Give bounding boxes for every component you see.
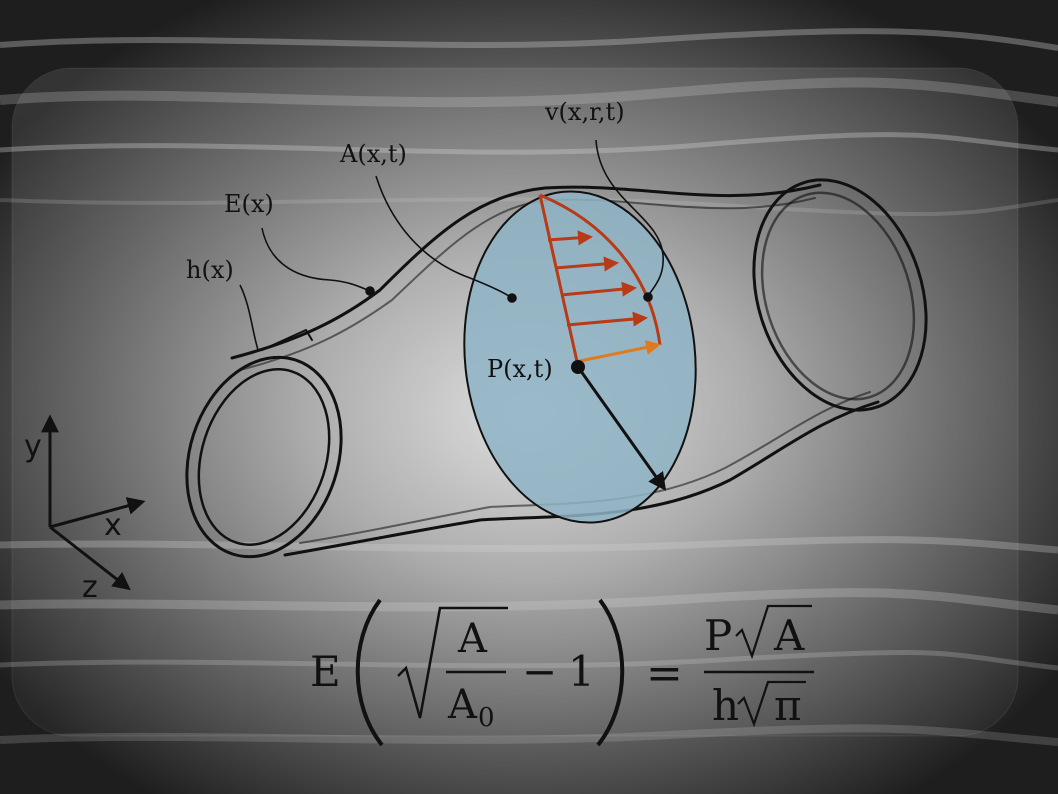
velocity-arrow-5 <box>574 340 661 364</box>
leader-area <box>375 175 513 299</box>
eq-rhs-den-h: h <box>712 681 739 730</box>
vessel-right-opening-inner <box>760 191 916 401</box>
eq-rhs-den-sqrt <box>737 680 806 728</box>
velocity-arrow-1 <box>547 230 593 246</box>
cross-section <box>463 190 697 524</box>
eq-rhs-num-sqrt <box>735 604 812 660</box>
velocity-profile-curve <box>539 193 662 346</box>
eq-frac-den: A <box>447 682 478 728</box>
velocity-profile-axis <box>538 194 580 367</box>
velocity-arrow-3 <box>560 281 637 297</box>
eq-equals: = <box>646 648 683 699</box>
variable-labels: v(x,r,t) A(x,t) E(x) h(x) P(x,t) <box>186 98 625 383</box>
vessel-tube <box>185 178 928 559</box>
vessel-left-opening-inner <box>197 368 331 546</box>
label-pressure: P(x,t) <box>487 355 553 383</box>
leader-thickness <box>239 284 259 351</box>
label-area: A(x,t) <box>339 140 407 168</box>
cross-section-area <box>463 190 697 524</box>
leader-lines <box>239 139 664 351</box>
vessel-left-opening-outer <box>185 355 343 559</box>
eq-frac-den-sub: 0 <box>478 703 495 733</box>
vessel-outer-wall-top <box>230 183 822 360</box>
label-elasticity: E(x) <box>224 190 274 218</box>
pressure-point <box>571 360 585 374</box>
velocity-arrow-4 <box>566 311 648 327</box>
axis-x-label: x <box>104 508 122 543</box>
vessel-inner-wall-top <box>239 197 816 371</box>
axis-x-arrow <box>49 497 146 529</box>
eq-left-paren <box>355 598 384 747</box>
eq-rhs-den-pi: π <box>774 681 802 730</box>
axis-z-arrow <box>49 525 131 591</box>
eq-lhs-coef: E <box>310 647 341 696</box>
eq-rhs-num-a: A <box>773 611 805 660</box>
eq-minus: − <box>522 647 557 696</box>
tube-law-equation: E A A 0 − 1 = P A h π <box>310 598 814 747</box>
label-velocity: v(x,r,t) <box>544 98 625 126</box>
leader-velocity <box>595 139 664 298</box>
radius-arrow <box>576 366 667 491</box>
vessel-right-opening-outer <box>752 178 928 412</box>
leader-elasticity <box>261 227 371 292</box>
coordinate-axes: y x z <box>24 414 146 605</box>
wall-thickness-marker <box>261 329 313 351</box>
eq-one: 1 <box>568 647 595 696</box>
axis-y-label: y <box>24 429 42 464</box>
eq-rhs-num-p: P <box>704 611 732 660</box>
eq-frac-num: A <box>457 616 488 662</box>
eq-sqrt-sign <box>397 606 508 719</box>
label-thickness: h(x) <box>186 256 234 284</box>
eq-right-paren <box>596 598 625 747</box>
axis-z-label: z <box>82 570 98 605</box>
velocity-arrow-2 <box>554 256 619 272</box>
